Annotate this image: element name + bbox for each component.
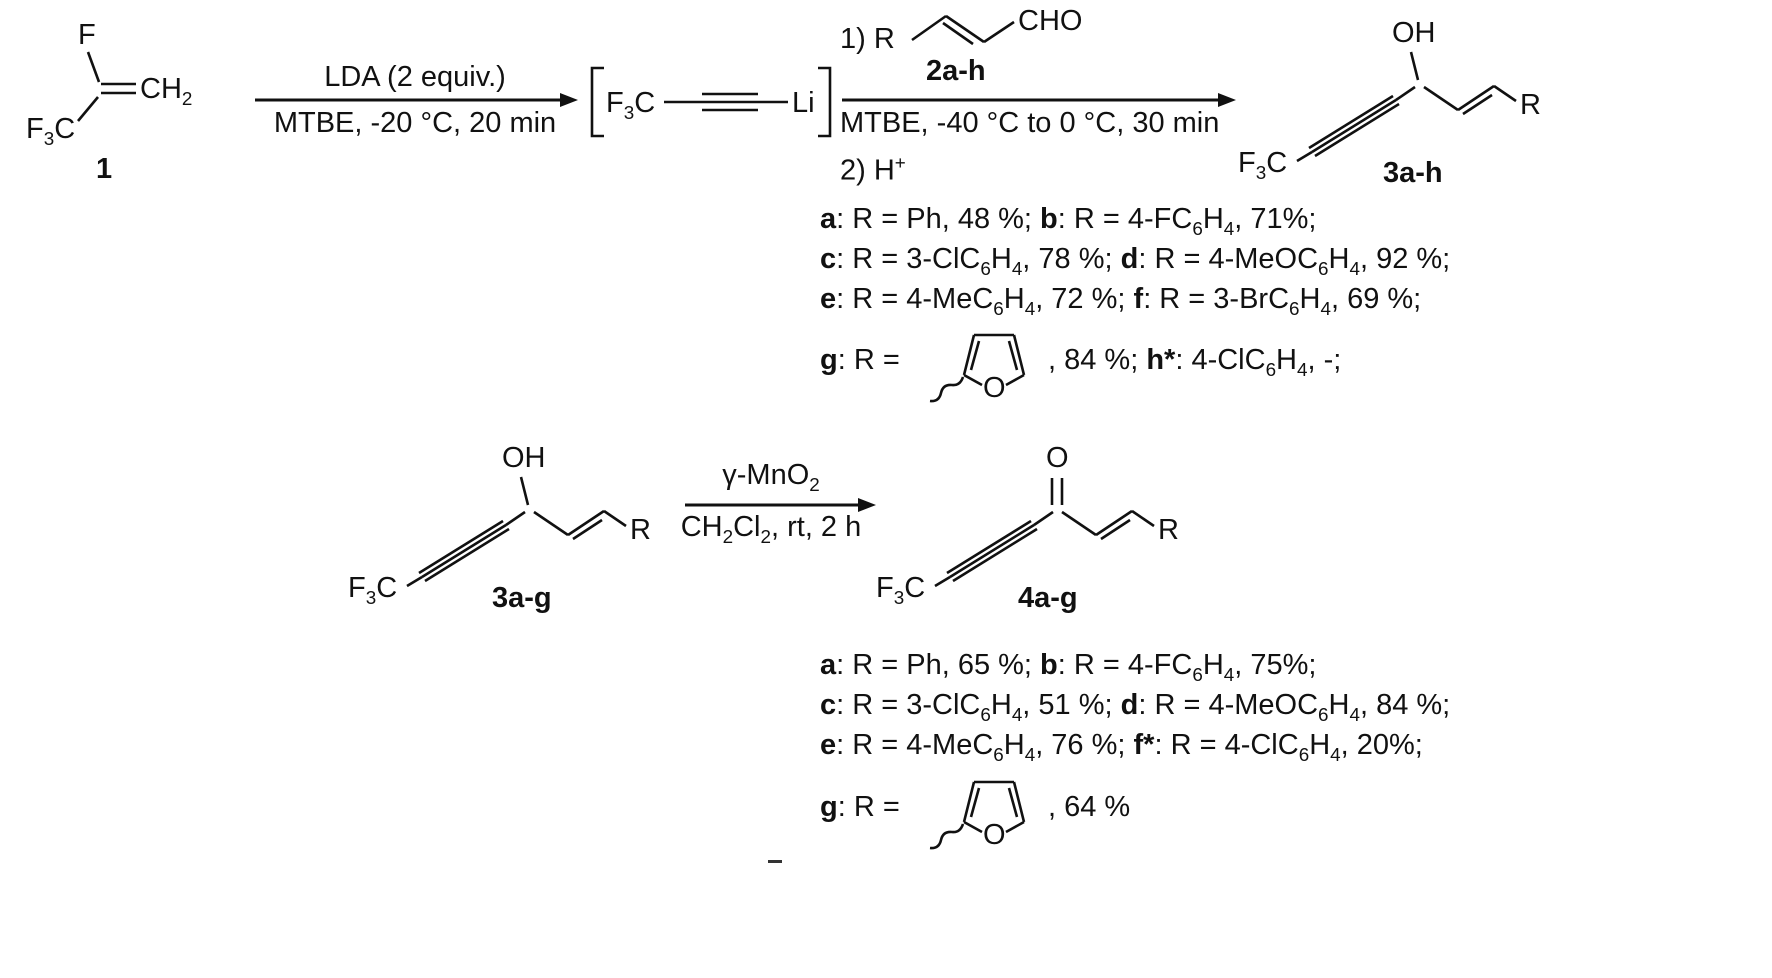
compound-key: c <box>820 689 837 721</box>
compound-key: g <box>820 791 838 823</box>
substituent-text: : R = 3-ClC6H4, 78 %; <box>836 243 1121 279</box>
compound-number-3ah: 3a-h <box>1383 157 1443 189</box>
atom-label-F3C: F3C <box>348 572 398 608</box>
substituent-text: : R = 4-MeC6H4, 72 %; <box>836 283 1134 319</box>
intermediate-skeleton <box>590 66 832 138</box>
compound-number-4ag: 4a-g <box>1018 582 1078 614</box>
compound-key: g <box>820 344 838 376</box>
substituent-line-g: g: R = <box>820 790 900 824</box>
substituent-text: : R = Ph, 48 %; <box>836 203 1041 235</box>
compound-key: e <box>820 283 837 315</box>
compound-number-1: 1 <box>96 153 113 185</box>
substituent-text: , 84 %; <box>1048 344 1147 376</box>
substituent-text: , 64 % <box>1048 791 1131 823</box>
compound-key: b <box>1040 203 1058 235</box>
substituent-line-g-end: , 64 % <box>1048 790 1130 824</box>
substituent-line: e: R = 4-MeC6H4, 72 %; f: R = 3-BrC6H4, … <box>820 282 1421 326</box>
furan-oxygen-label: O <box>983 819 1006 851</box>
substituent-text: : R = 4-MeOC6H4, 84 %; <box>1138 689 1451 725</box>
substituent-line: e: R = 4-MeC6H4, 76 %; f*: R = 4-ClC6H4,… <box>820 728 1423 772</box>
compound-key: a <box>820 649 837 681</box>
compound-key: f <box>1133 283 1144 315</box>
atom-label-F: F <box>78 19 96 51</box>
atom-label-F3C: F3C <box>1238 147 1288 183</box>
atom-label-O: O <box>1046 442 1069 474</box>
reaction-arrow-3 <box>685 498 876 512</box>
atom-label-F3C: F3C <box>876 572 926 608</box>
r-group-label: R <box>630 514 651 546</box>
furan-ring-2 <box>928 780 1026 850</box>
substituent-text: : R = 4-MeC6H4, 76 %; <box>836 729 1134 765</box>
arrow2-workup: 2) H+ <box>840 152 906 187</box>
substituent-text: : R = 4-FC6H4, 75%; <box>1057 649 1317 685</box>
substituent-text: : R = 4-ClC6H4, 20%; <box>1154 729 1423 765</box>
atom-label-CH2: CH2 <box>140 73 193 109</box>
compound-key: d <box>1120 243 1139 275</box>
substituent-line: c: R = 3-ClC6H4, 51 %; d: R = 4-MeOC6H4,… <box>820 688 1450 732</box>
substituent-line: a: R = Ph, 48 %; b: R = 4-FC6H4, 71%; <box>820 202 1316 246</box>
step1-R-label: 1) R <box>840 23 895 55</box>
substituent-text: : 4-ClC6H4, -; <box>1175 344 1342 380</box>
substituent-text: : R = 4-FC6H4, 71%; <box>1057 203 1317 239</box>
compound-key: e <box>820 729 837 761</box>
compound-key: d <box>1120 689 1139 721</box>
compound-key: h* <box>1146 344 1176 376</box>
substituent-text: : R = 3-BrC6H4, 69 %; <box>1143 283 1422 319</box>
atom-label-OH: OH <box>502 442 546 474</box>
substituent-text: : R = <box>837 791 900 823</box>
compound-key: a <box>820 203 837 235</box>
furan-ring-1 <box>928 333 1026 403</box>
intermediate-F3C: F3C <box>606 87 656 123</box>
atom-label-OH: OH <box>1392 17 1436 49</box>
substituent-text: : R = Ph, 65 %; <box>836 649 1041 681</box>
substituent-line: a: R = Ph, 65 %; b: R = 4-FC6H4, 75%; <box>820 648 1316 692</box>
compound-1-skeleton <box>77 51 136 122</box>
r-group-label: R <box>1520 89 1541 121</box>
substituent-line-g: g: R = <box>820 343 900 377</box>
reaction-arrow-2 <box>842 93 1236 107</box>
reactant-3ag-skeleton <box>406 476 627 588</box>
arrow2-conditions-below: MTBE, -40 °C to 0 °C, 30 min <box>840 107 1220 139</box>
compound-key: c <box>820 243 837 275</box>
substituent-text: : R = <box>837 344 900 376</box>
furan-oxygen-label: O <box>983 372 1006 404</box>
compound-key: f* <box>1133 729 1155 761</box>
enal-2-skeleton <box>911 14 1015 46</box>
substituent-text: : R = 3-ClC6H4, 51 %; <box>836 689 1121 725</box>
substituent-text: : R = 4-MeOC6H4, 92 %; <box>1138 243 1451 279</box>
left-bracket <box>590 66 604 138</box>
compound-key: b <box>1040 649 1058 681</box>
reaction-arrow-1 <box>255 93 578 107</box>
compound-number-2ah: 2a-h <box>926 55 986 87</box>
arrow3-conditions-below: CH2Cl2, rt, 2 h <box>680 511 862 547</box>
compound-number-3ag: 3a-g <box>492 582 552 614</box>
stray-mark <box>768 860 782 863</box>
arrow1-conditions-below: MTBE, -20 °C, 20 min <box>273 107 557 139</box>
intermediate-Li: Li <box>792 87 815 119</box>
arrow1-reagent-above: LDA (2 equiv.) <box>324 61 506 93</box>
product-4ag-skeleton <box>934 478 1155 588</box>
atom-label-F3C: F3C <box>26 113 76 149</box>
arrow3-reagent-above: γ-MnO2 <box>722 459 820 495</box>
r-group-label: R <box>1158 514 1179 546</box>
substituent-line-g-end: , 84 %; h*: 4-ClC6H4, -; <box>1048 343 1341 387</box>
product-3ah-skeleton <box>1296 51 1517 163</box>
substituent-line: c: R = 3-ClC6H4, 78 %; d: R = 4-MeOC6H4,… <box>820 242 1450 286</box>
right-bracket <box>818 66 832 138</box>
atom-label-CHO: CHO <box>1018 5 1083 37</box>
